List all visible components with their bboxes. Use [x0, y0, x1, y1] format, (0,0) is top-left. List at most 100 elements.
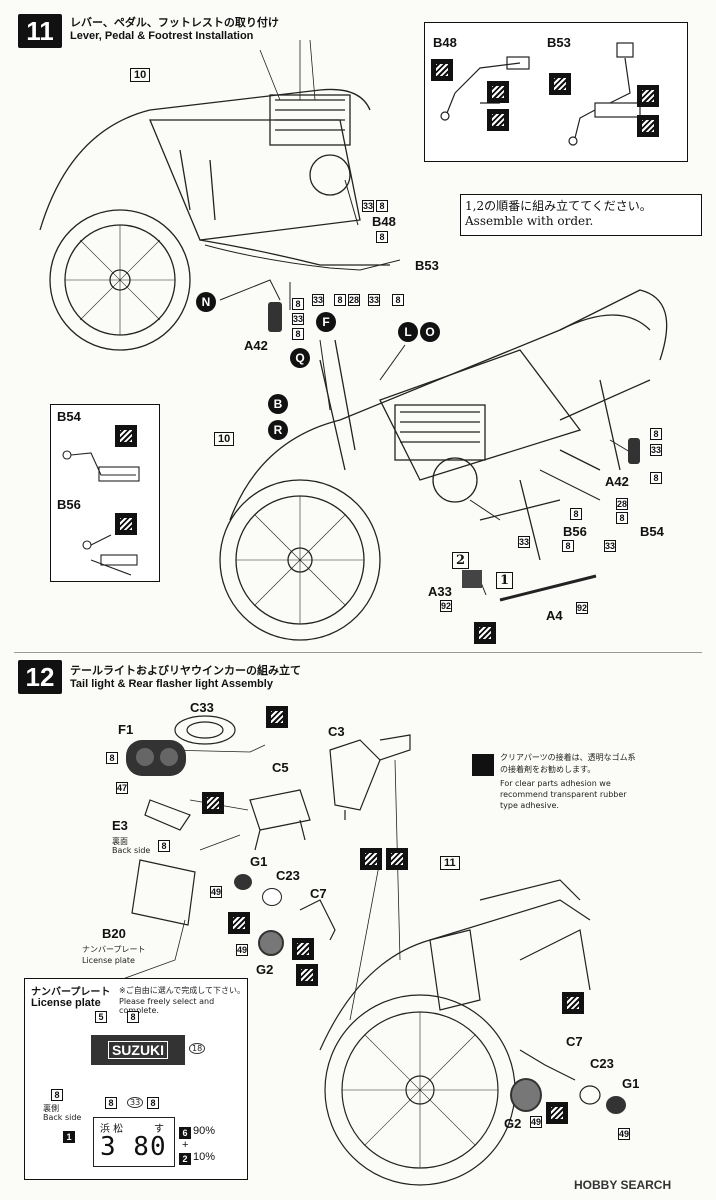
chip-18: 18 — [189, 1043, 206, 1054]
chip-28: 28 — [348, 294, 360, 306]
brand-plate: SUZUKI — [91, 1035, 185, 1065]
plate-number: 3 80 — [100, 1132, 167, 1162]
chip-8: 8 — [127, 1011, 139, 1023]
chip-49: 49 — [530, 1116, 542, 1128]
part-g1-label-right: G1 — [622, 1076, 640, 1091]
part-e3-label: E3 — [112, 818, 128, 833]
order-note-ja: 1,2の順番に組み立ててください。 — [465, 199, 652, 213]
part-a42-right-grip — [628, 438, 640, 464]
part-c5-label: C5 — [272, 760, 289, 775]
glue-icon — [562, 992, 584, 1014]
glue-icon — [431, 59, 453, 81]
chip-28: 28 — [616, 498, 628, 510]
part-g2-lens-right — [510, 1078, 542, 1112]
chip-49: 49 — [618, 1128, 630, 1140]
part-b48-callout: B48 — [372, 214, 396, 229]
part-g2-label-right: G2 — [504, 1116, 522, 1131]
glue-icon — [292, 938, 314, 960]
chip-2: 2 — [179, 1153, 191, 1165]
glue-icon — [115, 513, 137, 535]
callout-l: L — [398, 322, 418, 342]
step-12-number: 12 — [18, 660, 62, 694]
plate-kana: す — [154, 1124, 164, 1135]
chip-8: 8 — [147, 1097, 159, 1109]
chip-33: 33 — [127, 1097, 144, 1108]
chip-92: 92 — [440, 600, 452, 612]
ref-frame-11: 11 — [440, 856, 460, 870]
part-b56-callout: B56 — [563, 524, 587, 539]
callout-o: O — [420, 322, 440, 342]
brand-text: SUZUKI — [107, 1041, 169, 1059]
chip-8: 8 — [292, 298, 304, 310]
chip-47: 47 — [116, 782, 128, 794]
license-plate-drawing: 浜 松 す 3 80 — [93, 1117, 175, 1167]
part-b54-callout: B54 — [640, 524, 664, 539]
part-c7-label-right: C7 — [566, 1034, 583, 1049]
clear-parts-note-ja: クリアパーツの接着は、透明なゴム系の接着剤をお勧めします。 — [500, 753, 636, 774]
chip-8: 8 — [106, 752, 118, 764]
part-f1-lens-right — [160, 748, 178, 766]
chip-49: 49 — [210, 886, 222, 898]
detail-box-b48-b53: B48 B53 — [424, 22, 688, 162]
chip-33: 33 — [312, 294, 324, 306]
order-note: 1,2の順番に組み立ててください。 Assemble with order. — [460, 194, 702, 236]
step-order-1: 1 — [496, 572, 514, 589]
plate-city: 浜 松 — [100, 1124, 124, 1135]
chip-6: 6 — [179, 1127, 191, 1139]
glue-icon — [266, 706, 288, 728]
chip-33: 33 — [292, 313, 304, 325]
footrest-detail-drawing — [62, 450, 140, 576]
order-note-en: Assemble with order. — [465, 214, 594, 228]
part-c7-label: C7 — [310, 886, 327, 901]
clear-parts-note-en: For clear parts adhesion we recommend tr… — [500, 779, 627, 810]
mix-a-pct: 90% — [193, 1125, 216, 1137]
callout-f: F — [316, 312, 336, 332]
back-ja: 裏側 — [43, 1104, 59, 1113]
license-box-title-en: License plate — [31, 997, 101, 1009]
glue-icon — [360, 848, 382, 870]
part-b20-label: B20 — [102, 926, 126, 941]
callout-b: B — [268, 394, 288, 414]
license-free-note-en: Please freely select and complete. — [119, 997, 215, 1015]
glue-icon — [202, 792, 224, 814]
glue-icon — [228, 912, 250, 934]
chip-33: 33 — [604, 540, 616, 552]
part-f1-lens-left — [136, 748, 154, 766]
part-b53-label: B53 — [547, 35, 571, 50]
clear-parts-icon — [472, 754, 494, 776]
chip-8: 8 — [158, 840, 170, 852]
license-free-note: ※ご自由に選んで完成して下さい。 — [119, 986, 246, 995]
glue-icon — [637, 85, 659, 107]
chip-8: 8 — [51, 1089, 63, 1101]
detail-box-b54-b56: B54 B56 — [50, 404, 160, 582]
glue-icon — [637, 115, 659, 137]
chip-33: 33 — [650, 444, 662, 456]
chip-8: 8 — [334, 294, 346, 306]
step-11-title-en: Lever, Pedal & Footrest Installation — [70, 30, 254, 42]
step-11-number: 11 — [18, 14, 62, 48]
chip-8: 8 — [570, 508, 582, 520]
chip-1: 1 — [63, 1131, 75, 1143]
part-g1-lens-right — [606, 1096, 626, 1114]
chip-8: 8 — [376, 200, 388, 212]
glue-icon — [546, 1102, 568, 1124]
chip-8: 8 — [650, 428, 662, 440]
step-order-2: 2 — [452, 552, 470, 569]
ref-frame-10-lower: 10 — [214, 432, 235, 446]
glue-icon — [487, 81, 509, 103]
glue-icon — [474, 622, 496, 644]
callout-r: R — [268, 420, 288, 440]
chip-8: 8 — [105, 1097, 117, 1109]
glue-icon — [549, 73, 571, 95]
part-g1-lens — [234, 874, 252, 890]
part-g2-lens — [258, 930, 284, 956]
license-plate-box: ナンバープレート License plate ※ご自由に選んで完成して下さい。 … — [24, 978, 248, 1180]
part-b53-callout: B53 — [415, 258, 439, 273]
back-side-ja: 裏面 — [112, 837, 128, 846]
step-12-title-ja: テールライトおよびリヤウインカーの組み立て — [70, 664, 301, 677]
license-box-title-ja: ナンバープレート — [31, 987, 111, 998]
chip-8: 8 — [562, 540, 574, 552]
part-f1-label: F1 — [118, 722, 134, 737]
chip-49: 49 — [236, 944, 248, 956]
